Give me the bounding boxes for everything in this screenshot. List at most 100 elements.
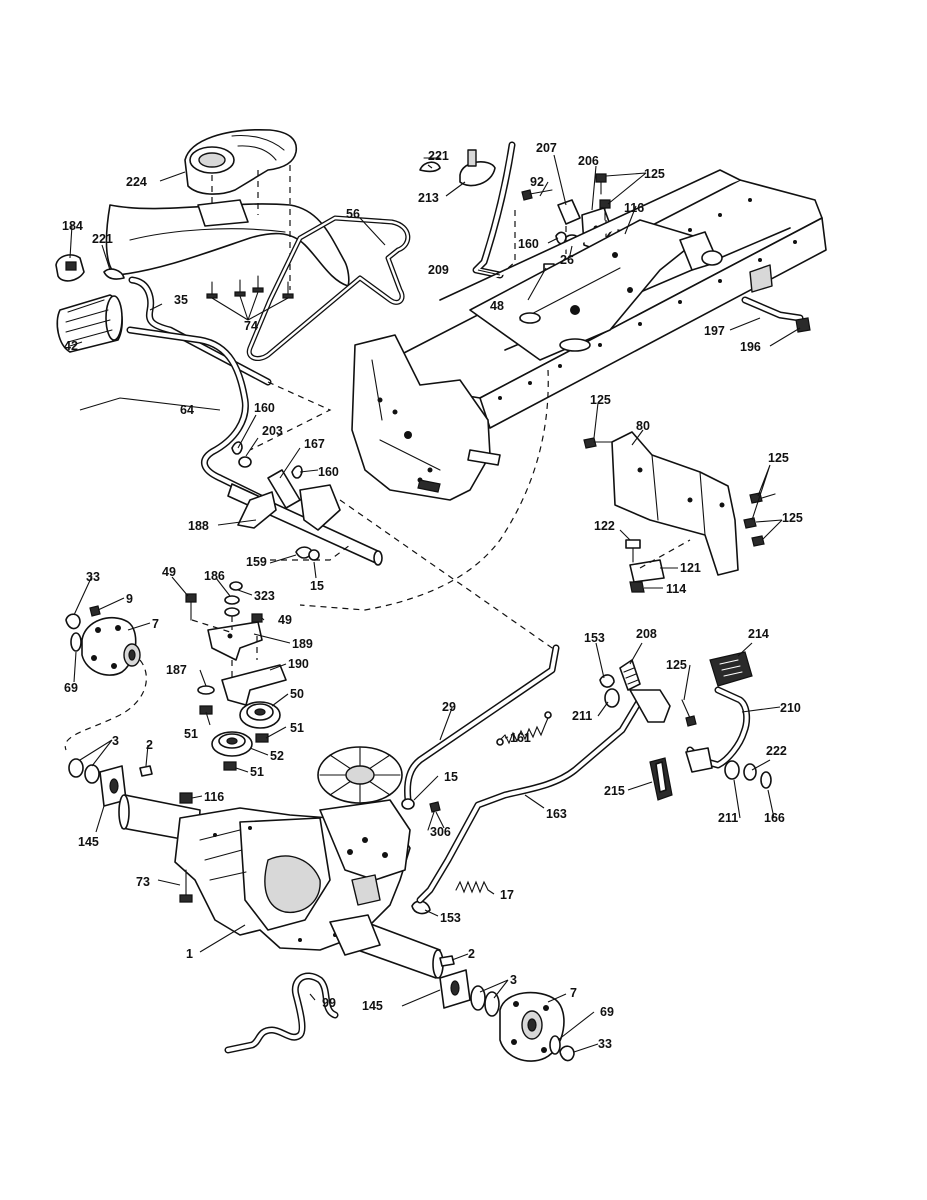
callout-160-top: 160 bbox=[518, 237, 539, 251]
screws-74 bbox=[206, 275, 294, 299]
bolt-49-left bbox=[185, 593, 197, 621]
callout-50: 50 bbox=[290, 687, 304, 701]
washer-323 bbox=[229, 581, 243, 591]
callout-153-lower: 153 bbox=[440, 911, 461, 925]
callout-3-right: 3 bbox=[510, 973, 517, 987]
frame bbox=[351, 169, 827, 501]
callout-211-lower: 211 bbox=[718, 811, 738, 825]
callout-51-b: 51 bbox=[290, 721, 304, 735]
callout-222: 222 bbox=[766, 744, 787, 758]
bushing-186 bbox=[224, 595, 240, 617]
callout-15-lower: 15 bbox=[444, 770, 458, 784]
callout-114: 114 bbox=[666, 582, 686, 596]
callout-209: 209 bbox=[428, 263, 449, 277]
callout-207: 207 bbox=[536, 141, 557, 155]
callout-29: 29 bbox=[442, 700, 456, 714]
callout-42: 42 bbox=[64, 339, 78, 353]
callout-224: 224 bbox=[126, 175, 147, 189]
callout-306: 306 bbox=[430, 825, 451, 839]
knob-184 bbox=[55, 254, 85, 282]
callout-7-right: 7 bbox=[570, 986, 577, 1000]
frame-holes bbox=[498, 198, 797, 400]
callout-125-right-a: 125 bbox=[768, 451, 789, 465]
bushing-211-lower bbox=[724, 760, 740, 780]
callout-33-right: 33 bbox=[598, 1037, 612, 1051]
callout-161: 161 bbox=[510, 731, 531, 745]
spring-17 bbox=[455, 880, 489, 894]
bracket-121 bbox=[629, 559, 665, 583]
callout-188: 188 bbox=[188, 519, 209, 533]
callout-184: 184 bbox=[62, 219, 83, 233]
bracket-189 bbox=[207, 621, 263, 661]
key-2-right bbox=[439, 955, 455, 967]
callout-49-right: 49 bbox=[278, 613, 292, 627]
transaxle-1 bbox=[118, 746, 444, 979]
callout-221-left: 221 bbox=[92, 232, 113, 246]
bracket-167 bbox=[299, 484, 341, 531]
bolt-306 bbox=[427, 801, 441, 831]
callout-1: 1 bbox=[186, 947, 193, 961]
washers-3-right bbox=[470, 985, 500, 1017]
key-2-left bbox=[139, 765, 153, 777]
washer-222 bbox=[743, 763, 757, 781]
callout-153-upper: 153 bbox=[584, 631, 605, 645]
callout-166: 166 bbox=[764, 811, 785, 825]
callout-214: 214 bbox=[748, 627, 769, 641]
fan bbox=[317, 746, 403, 804]
callout-3-left: 3 bbox=[112, 734, 119, 748]
callout-160-right: 160 bbox=[318, 465, 339, 479]
callout-48: 48 bbox=[490, 299, 504, 313]
hub-7-left bbox=[81, 616, 141, 676]
washer-69-right bbox=[549, 1035, 561, 1055]
grip-42 bbox=[56, 294, 123, 353]
bushing-211-upper bbox=[604, 688, 620, 708]
rod-99 bbox=[224, 972, 339, 1054]
callout-17: 17 bbox=[500, 888, 514, 902]
callout-197: 197 bbox=[704, 324, 725, 338]
callout-52: 52 bbox=[270, 749, 284, 763]
callout-2-left: 2 bbox=[146, 738, 153, 752]
callout-125-left: 125 bbox=[590, 393, 611, 407]
callout-190: 190 bbox=[288, 657, 309, 671]
fender bbox=[105, 203, 350, 287]
callout-56: 56 bbox=[346, 207, 360, 221]
clip-153-upper bbox=[599, 674, 615, 688]
belt-56 bbox=[246, 215, 411, 361]
pulley-50 bbox=[239, 701, 281, 729]
nut-51-a bbox=[199, 705, 213, 715]
washers-3-left bbox=[68, 758, 100, 784]
callout-125-pedal: 125 bbox=[666, 658, 687, 672]
arm-188 bbox=[237, 469, 301, 529]
callout-9: 9 bbox=[126, 592, 133, 606]
callout-2-right: 2 bbox=[468, 947, 475, 961]
callout-125-top: 125 bbox=[644, 167, 665, 181]
callout-80: 80 bbox=[636, 419, 650, 433]
bolt-122 bbox=[625, 539, 641, 563]
callout-208: 208 bbox=[636, 627, 657, 641]
callout-122: 122 bbox=[594, 519, 615, 533]
callout-69-left: 69 bbox=[64, 681, 78, 695]
spring-161 bbox=[496, 711, 552, 746]
bracket-pedal bbox=[629, 689, 671, 723]
lever-64 bbox=[126, 326, 269, 504]
callout-7-left: 7 bbox=[152, 617, 159, 631]
pedal-pad-214 bbox=[709, 651, 753, 687]
bolts-125-right bbox=[583, 437, 776, 547]
washer-15-top bbox=[308, 549, 320, 561]
rod-163 bbox=[416, 696, 644, 904]
callout-203: 203 bbox=[262, 424, 283, 438]
callout-187: 187 bbox=[166, 663, 187, 677]
nut-114 bbox=[629, 581, 645, 593]
callout-116-top: 116 bbox=[624, 201, 644, 215]
callout-145-right: 145 bbox=[362, 999, 383, 1013]
callout-163: 163 bbox=[546, 807, 567, 821]
washer-15-lower bbox=[401, 798, 415, 810]
callout-210: 210 bbox=[780, 701, 801, 715]
callout-186: 186 bbox=[204, 569, 225, 583]
rod-29 bbox=[404, 644, 560, 804]
callout-116-lower: 116 bbox=[204, 790, 224, 804]
retaining-ring-33-left bbox=[65, 613, 81, 630]
bolt-92 bbox=[521, 189, 553, 201]
callout-145-left: 145 bbox=[78, 835, 99, 849]
lever-35 bbox=[128, 276, 272, 386]
